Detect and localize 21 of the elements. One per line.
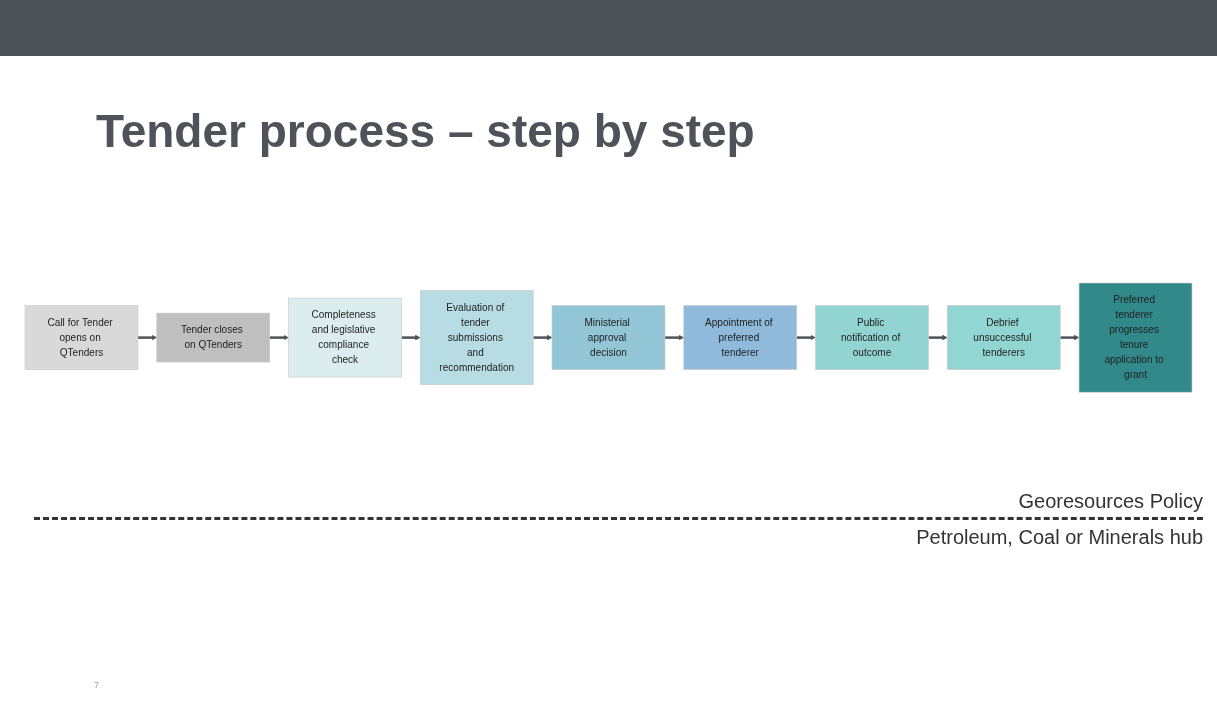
node-box: Evaluation of tender submissions and recommendation xyxy=(419,290,534,386)
region-label: Petroleum, Coal or Minerals hub xyxy=(915,526,1203,549)
title: Tender process – step by step xyxy=(96,104,756,158)
node-box: Tender closes on QTenders xyxy=(156,313,271,363)
node-box: Preferred tenderer progresses tenure application to grant xyxy=(1078,283,1193,393)
node-box: Completeness and legislative compliance check xyxy=(288,298,402,378)
arrow xyxy=(533,335,553,341)
region-label: Georesources Policy xyxy=(1017,490,1203,513)
arrow xyxy=(664,335,685,341)
arrow xyxy=(137,335,158,341)
arrow xyxy=(269,335,289,341)
node-box: Appointment of preferred tenderer xyxy=(683,305,798,371)
arrow xyxy=(796,335,816,341)
node-box: Public notification of outcome xyxy=(815,305,929,371)
arrow xyxy=(928,335,948,341)
arrow xyxy=(401,335,421,341)
page-number: 7 xyxy=(94,680,99,690)
node-box: Ministerial approval decision xyxy=(551,305,666,371)
node-box: Call for Tender opens on QTenders xyxy=(24,305,139,371)
node-box: Debrief unsuccessful tenderers xyxy=(946,305,1061,371)
arrow xyxy=(1060,335,1080,341)
